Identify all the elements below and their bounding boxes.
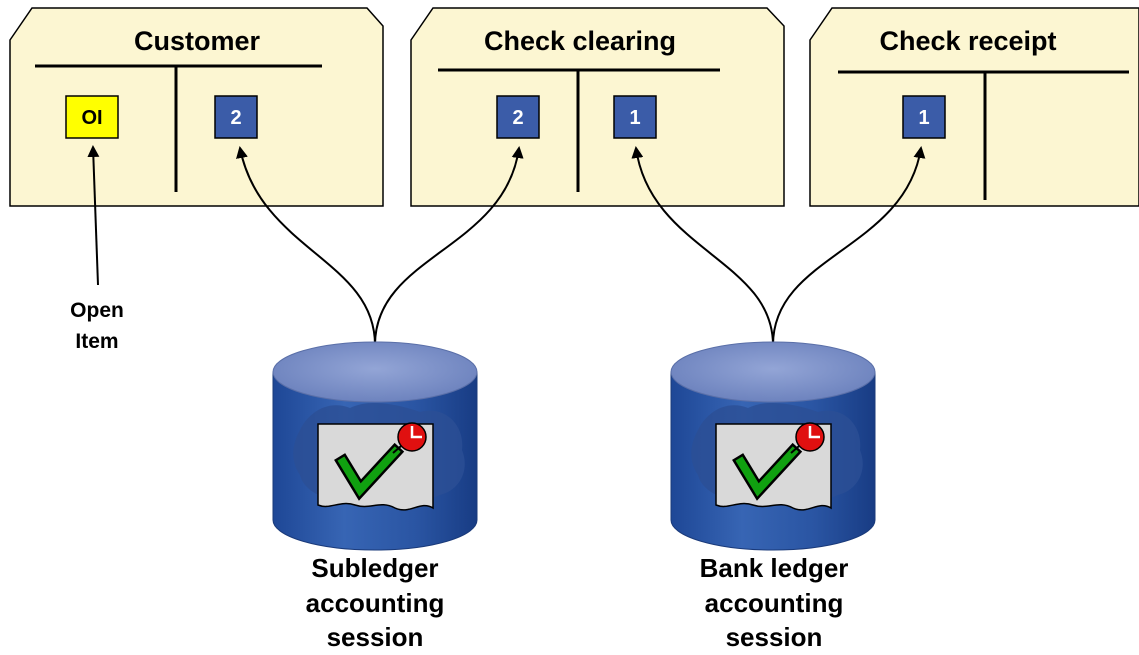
arrow-to-open-item	[87, 145, 100, 286]
posting-box: 2	[214, 95, 258, 139]
session-caption-line3: session	[726, 622, 823, 652]
posting-box: 1	[902, 95, 946, 139]
database-bank-ledger-session	[670, 341, 876, 551]
session-caption-line3: session	[327, 622, 424, 652]
session-caption-line2: accounting	[705, 588, 844, 618]
account-title: Check receipt	[879, 26, 1056, 56]
arrow-bank-ledger-to-check-receipt	[772, 146, 926, 346]
box-label: 1	[629, 107, 640, 129]
database-top	[670, 341, 876, 403]
database-subledger-session	[272, 341, 478, 551]
box-label: 1	[918, 107, 929, 129]
open-item-note-line2: Item	[75, 330, 118, 353]
box-label: 2	[230, 107, 241, 129]
database-top	[272, 341, 478, 403]
arrow-bank-ledger-to-check-clearing-credit	[631, 146, 774, 346]
posting-box: 1	[613, 95, 657, 139]
account-title: Customer	[134, 26, 261, 56]
folder-shape	[410, 7, 785, 207]
arrow-subledger-to-check-clearing-debit	[374, 146, 524, 346]
account-folder-check-clearing: Check clearing 2 1	[410, 7, 785, 207]
open-item-box: OI	[65, 95, 119, 139]
account-folder-customer: Customer OI 2	[9, 7, 384, 207]
box-label: OI	[81, 107, 102, 129]
arrow-subledger-to-customer	[236, 146, 376, 346]
session-caption-line1: Subledger	[311, 553, 438, 583]
box-label: 2	[512, 107, 523, 129]
account-folder-check-receipt: Check receipt 1	[809, 7, 1139, 207]
checkmark-clock-icon	[317, 422, 434, 511]
account-title: Check clearing	[484, 26, 676, 56]
folder-shape	[809, 7, 1139, 207]
folder-shape	[9, 7, 384, 207]
checkmark-clock-icon	[715, 422, 832, 511]
posting-box: 2	[496, 95, 540, 139]
open-item-note-line1: Open	[70, 299, 124, 322]
session-caption-line2: accounting	[306, 588, 445, 618]
session-caption-line1: Bank ledger	[700, 553, 849, 583]
